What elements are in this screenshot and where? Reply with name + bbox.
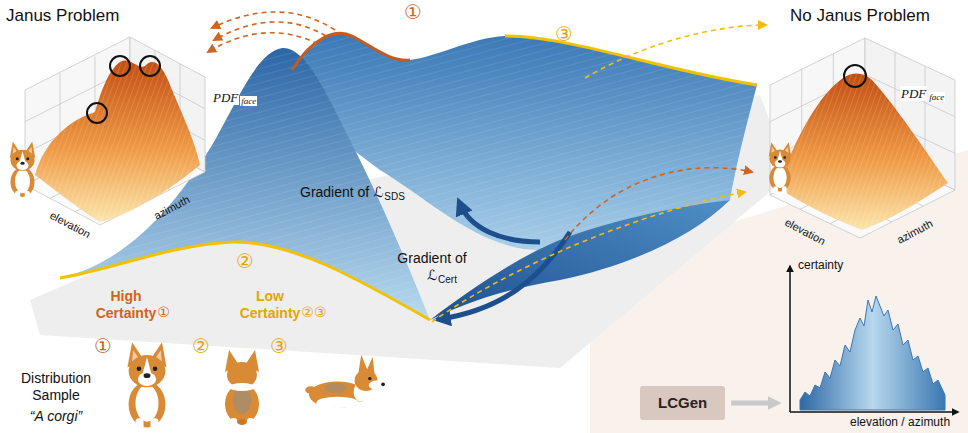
callout-number: ③ (555, 23, 573, 45)
plot-title: No Janus Problem (790, 6, 930, 25)
plot-title-box: No Janus Problem (790, 6, 930, 26)
axis-label-box: PDF (900, 86, 927, 102)
plot-title-box: Janus Problem (6, 6, 119, 26)
high-certainty-ridge (292, 33, 410, 70)
janus-pdf-surface (35, 60, 200, 222)
certainty-label: Low Certainty (240, 288, 301, 321)
callout-number: ① (157, 304, 170, 320)
callout-number-box: ② (236, 249, 254, 273)
prompt-text-box: “A corgi” (6, 408, 106, 425)
sample-dashed-arrow (565, 168, 752, 240)
callout-number: ① (94, 335, 112, 357)
cert-gradient-arrow (440, 232, 570, 319)
axis-label: PDF (212, 90, 239, 105)
corgi-sample-front (127, 342, 166, 432)
axis-label-subscript: face (240, 96, 257, 106)
process-box: LCGen (640, 386, 725, 420)
gradient-label-subscript: Cert (438, 274, 457, 285)
callout-number-box: ②③ (301, 304, 326, 321)
gradient-label-box: Gradient of ℒ (393, 250, 471, 284)
callout-number-box: ③ (270, 334, 288, 358)
loss-landscape (430, 200, 730, 320)
axis-label: elevation / azimuth (850, 415, 950, 429)
callout-number-box: ① (404, 0, 422, 24)
certainty-chart (790, 266, 958, 412)
corgi-fixed (769, 142, 792, 194)
section-label-box: Distribution Sample (6, 370, 106, 404)
corgi-sample-back (225, 350, 259, 428)
axis-label-subscript-box: face (928, 92, 945, 103)
gradient-label-box: Gradient of ℒ (300, 184, 383, 201)
prompt-text: “A corgi” (30, 408, 82, 424)
axis-label-subscript-box: face (240, 96, 257, 107)
certainty-chart (800, 296, 945, 410)
sample-dashed-arrow (432, 25, 766, 322)
janus-pdf-plot (25, 37, 205, 225)
plot-title: Janus Problem (6, 6, 119, 25)
low-certainty-ridge (505, 36, 757, 85)
sds-gradient-arrow (460, 204, 540, 242)
corgi-sample-side (305, 355, 385, 421)
axis-label: PDF (900, 86, 927, 101)
axis-label-box: PDF (212, 90, 239, 106)
callout-number-box: ① (94, 334, 112, 358)
sample-dashed-arrow (214, 22, 326, 40)
gradient-label-subscript-box: Cert (438, 274, 457, 286)
face-peak-marker (844, 65, 866, 87)
callout-number-box: ② (192, 334, 210, 358)
fixed-pdf-plot (770, 38, 955, 238)
sample-dashed-arrow (585, 25, 766, 78)
callout-number: ② (192, 335, 210, 357)
face-peak-marker (110, 56, 130, 76)
gradient-label: Gradient of ℒ (300, 184, 383, 200)
low-certainty-ridge (60, 242, 430, 320)
face-peak-marker (87, 56, 160, 123)
sample-dashed-arrow (208, 12, 752, 240)
corgi-janus (10, 142, 36, 201)
certainty-label-box: High Certainty (88, 288, 164, 322)
axis-label: certainty (798, 258, 843, 272)
sample-dashed-arrow (208, 33, 318, 52)
axis-label-subscript: face (928, 92, 945, 102)
certainty-label: High Certainty (96, 288, 157, 321)
callout-number: ① (404, 1, 422, 23)
axis-label-box: elevation / azimuth (850, 415, 950, 429)
callout-number: ② (236, 250, 254, 272)
fixed-pdf-surface (778, 73, 948, 230)
gradient-label-subscript: SDS (384, 191, 405, 202)
callout-number: ③ (270, 335, 288, 357)
janus-pdf-surface (35, 60, 200, 222)
axis-label-box: certainty (798, 258, 843, 272)
sample-dashed-arrow (432, 192, 745, 322)
certainty-chart (789, 266, 791, 412)
callout-number-box: ③ (555, 22, 573, 46)
callout-number-box: ① (157, 304, 170, 321)
box-label: LCGen (658, 394, 707, 412)
face-peak-marker (140, 56, 160, 76)
certainty-label-box: Low Certainty (232, 288, 308, 322)
output-arrow (731, 401, 776, 406)
gradient-label-subscript-box: SDS (384, 191, 405, 203)
fixed-pdf-surface (778, 73, 948, 230)
callout-number: ②③ (301, 304, 326, 320)
face-peak-marker (87, 103, 107, 123)
section-label: Distribution Sample (21, 370, 91, 403)
certainty-chart (790, 411, 958, 413)
sample-dashed-arrow (212, 12, 335, 30)
